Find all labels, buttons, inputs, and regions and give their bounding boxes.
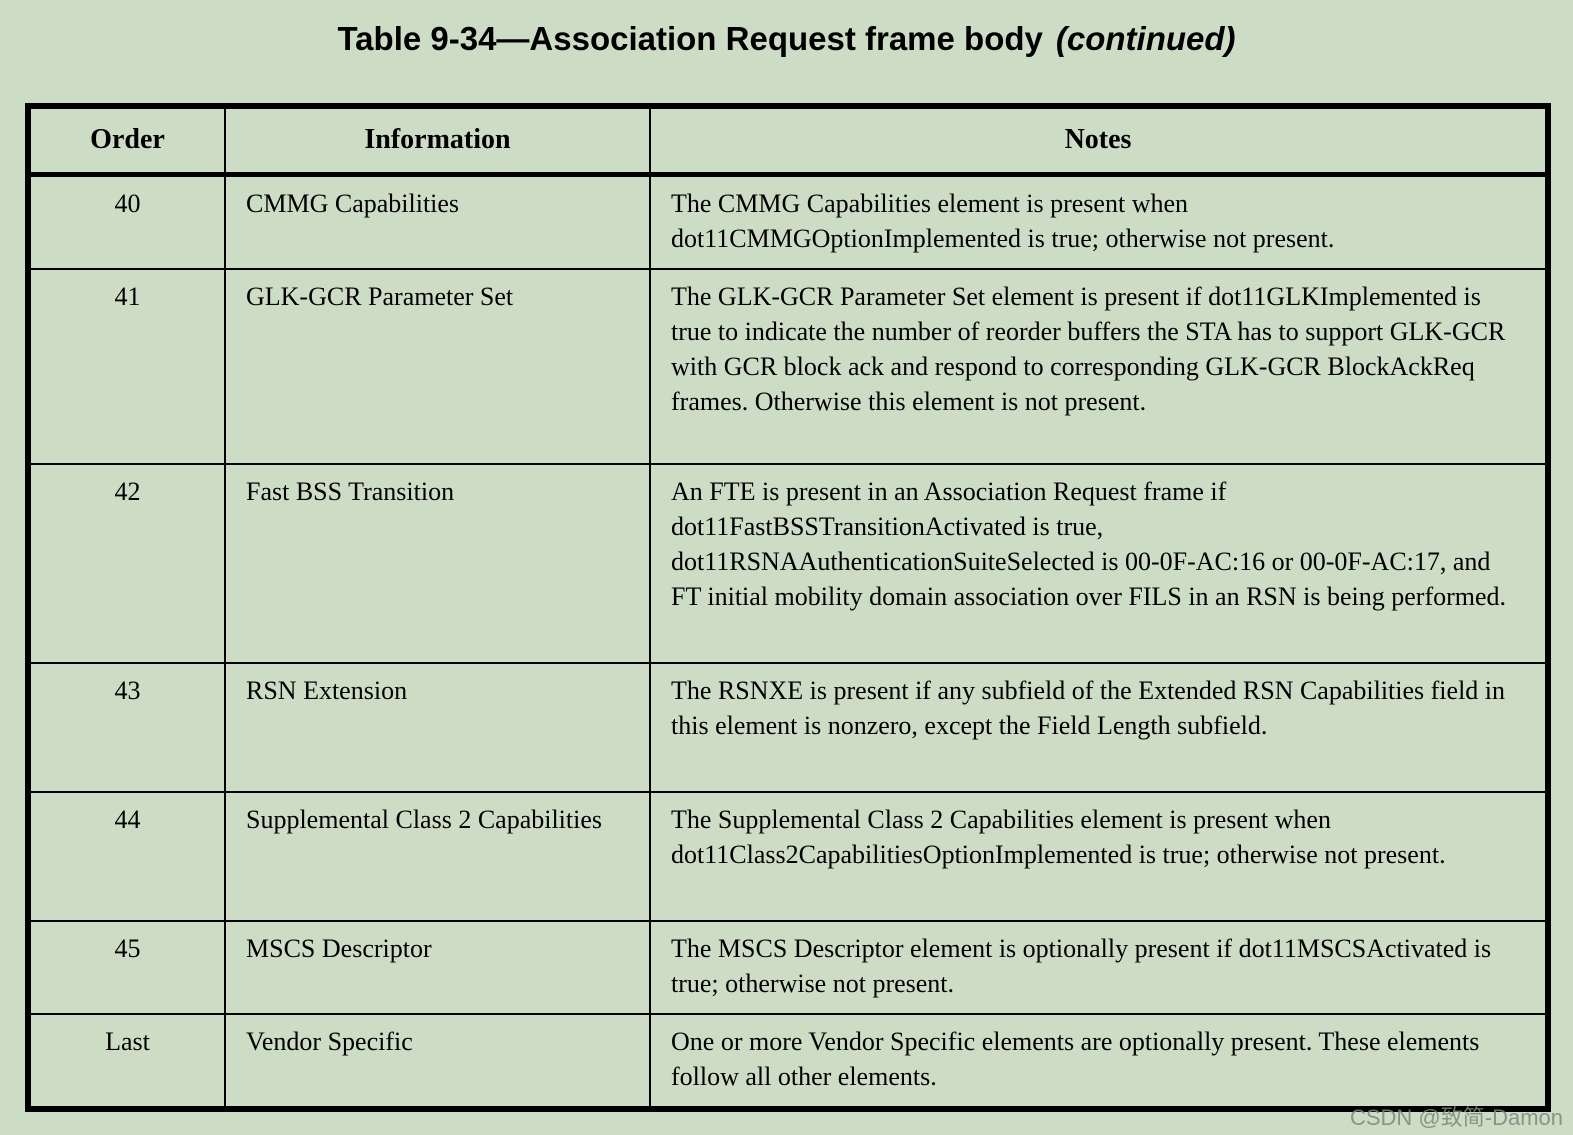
cell-information: CMMG Capabilities xyxy=(224,173,651,270)
cell-order: 41 xyxy=(27,267,226,465)
header-row: Order Information Notes xyxy=(27,105,1549,177)
csdn-watermark: CSDN @致简-Damon xyxy=(1349,1105,1563,1130)
cell-order: 42 xyxy=(27,462,226,664)
table-caption-main: Table 9-34—Association Request frame bod… xyxy=(337,20,1043,57)
header-information: Information xyxy=(224,105,651,177)
table-caption-continued: (continued) xyxy=(1055,20,1236,57)
cell-information: MSCS Descriptor xyxy=(224,919,651,1015)
table-caption: Table 9-34—Association Request frame bod… xyxy=(0,0,1573,59)
cell-notes: The RSNXE is present if any subfield of … xyxy=(649,661,1549,793)
cell-information: Supplemental Class 2 Capabilities xyxy=(224,790,651,922)
cell-order: Last xyxy=(27,1012,226,1110)
cell-notes: One or more Vendor Specific elements are… xyxy=(649,1012,1549,1110)
cell-order: 43 xyxy=(27,661,226,793)
header-notes: Notes xyxy=(649,105,1549,177)
cell-notes: The Supplemental Class 2 Capabilities el… xyxy=(649,790,1549,922)
cell-information: Vendor Specific xyxy=(224,1012,651,1110)
cell-notes: The GLK-GCR Parameter Set element is pre… xyxy=(649,267,1549,465)
cell-notes: The MSCS Descriptor element is optionall… xyxy=(649,919,1549,1015)
cell-order: 44 xyxy=(27,790,226,922)
cell-information: Fast BSS Transition xyxy=(224,462,651,664)
cell-notes: An FTE is present in an Association Requ… xyxy=(649,462,1549,664)
cell-order: 40 xyxy=(27,173,226,270)
cell-order: 45 xyxy=(27,919,226,1015)
cell-notes: The CMMG Capabilities element is present… xyxy=(649,173,1549,270)
cell-information: GLK-GCR Parameter Set xyxy=(224,267,651,465)
cell-information: RSN Extension xyxy=(224,661,651,793)
header-order: Order xyxy=(27,105,226,177)
